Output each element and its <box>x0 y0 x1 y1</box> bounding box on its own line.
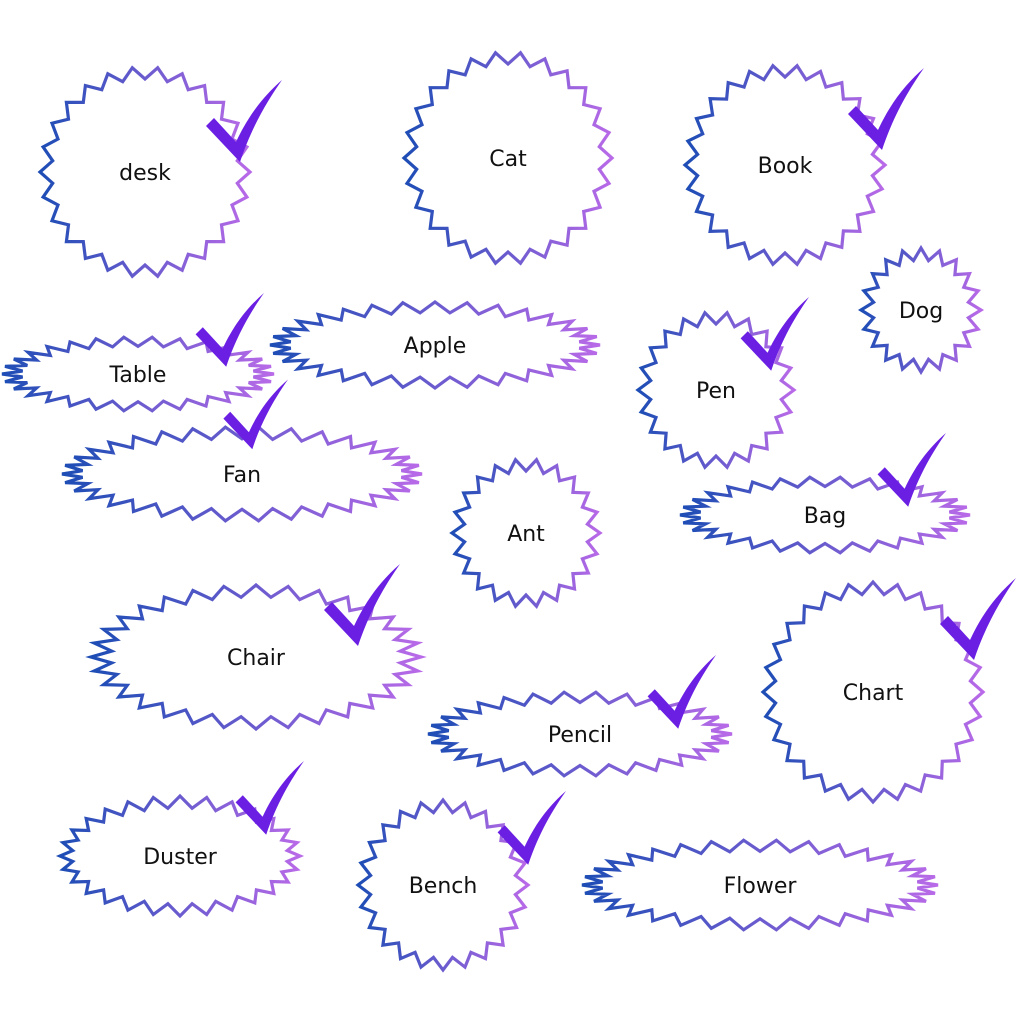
checkmark-icon <box>740 297 809 371</box>
checkmark-icon <box>223 379 288 450</box>
checkmark-icon <box>940 578 1016 660</box>
word-label: Bag <box>804 504 847 529</box>
word-label: Dog <box>899 299 943 324</box>
starburst-outline <box>355 797 531 973</box>
word-bubble-desk: desk <box>37 65 282 279</box>
word-bubble-chair: Chair <box>85 564 427 732</box>
word-bubble-chart: Chart <box>760 578 1016 805</box>
starburst-outline <box>760 579 986 805</box>
checkmark-icon <box>848 68 924 150</box>
starburst-outline <box>61 425 423 523</box>
checkmark-icon <box>324 564 400 646</box>
word-label: Chair <box>227 646 286 671</box>
starburst-outline <box>37 65 253 279</box>
word-bubble-bench: Bench <box>355 791 566 973</box>
checkmark-icon <box>647 655 716 729</box>
word-label: Cat <box>489 147 527 172</box>
word-bubble-duster: Duster <box>55 761 305 919</box>
word-bubble-flower: Flower <box>581 838 939 932</box>
word-label: Flower <box>724 874 798 899</box>
starburst-outline <box>581 838 939 932</box>
word-bubble-apple: Apple <box>269 300 601 390</box>
word-bubble-fan: Fan <box>61 379 423 523</box>
word-bubble-table: Table <box>1 293 275 413</box>
checkmark-icon <box>206 80 282 162</box>
word-label: Table <box>109 363 167 388</box>
word-bubble-bag: Bag <box>679 433 971 555</box>
word-bubble-pen: Pen <box>635 297 809 470</box>
word-label: Fan <box>223 463 261 488</box>
starburst-outline <box>269 300 601 390</box>
word-label: Ant <box>507 522 545 547</box>
starburst-outline <box>401 50 615 266</box>
word-label: Bench <box>409 874 478 899</box>
word-label: desk <box>119 161 171 186</box>
word-label: Pencil <box>548 723 612 748</box>
word-bubble-cat: Cat <box>401 50 615 266</box>
word-label: Apple <box>404 334 467 359</box>
word-bubble-dog: Dog <box>857 244 985 376</box>
word-label: Pen <box>696 379 736 404</box>
starburst-outline <box>857 244 985 376</box>
checkmark-icon <box>497 791 566 865</box>
starburst-outline <box>55 793 305 919</box>
word-bubble-book: Book <box>682 63 924 267</box>
word-label: Book <box>758 154 813 179</box>
starburst-outline <box>449 457 603 609</box>
checkmark-icon <box>235 761 304 835</box>
word-bubble-pencil: Pencil <box>427 655 733 778</box>
checkmark-icon <box>877 433 946 507</box>
checkmark-icon <box>195 293 264 367</box>
word-label: Duster <box>143 845 218 870</box>
word-bubble-ant: Ant <box>449 457 603 609</box>
starburst-outline <box>682 63 888 267</box>
word-label: Chart <box>843 681 904 706</box>
